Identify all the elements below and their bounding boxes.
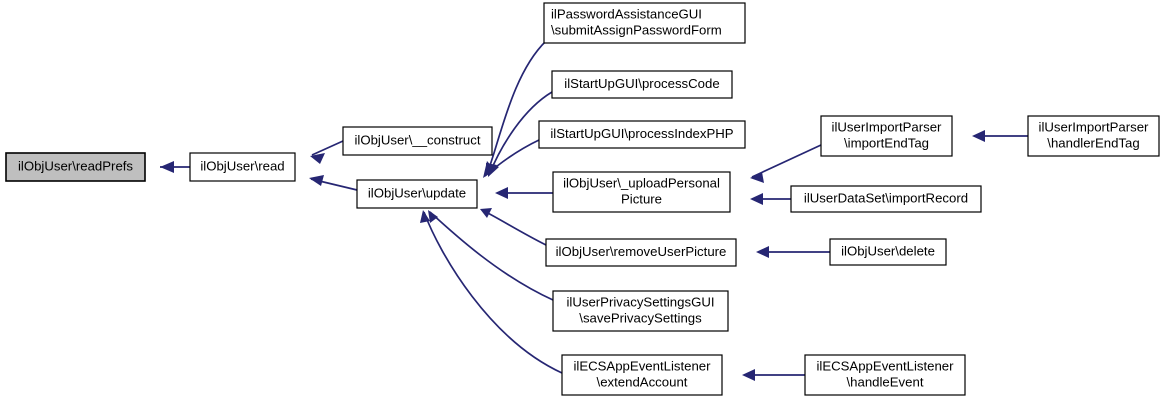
node-label: ilObjUser\_uploadPersonal bbox=[563, 175, 720, 190]
edge-uploadPersonalPicture-to-update bbox=[495, 187, 553, 199]
edge-submitAssignPasswordForm-to-update bbox=[486, 40, 547, 176]
arrow-head-icon bbox=[495, 187, 508, 199]
node-label: ilECSAppEventListener bbox=[816, 358, 954, 373]
edges-layer bbox=[160, 40, 1028, 381]
edge-extendAccount-to-update bbox=[420, 210, 563, 374]
edge-delete-to-removeUserPicture bbox=[756, 246, 830, 258]
edge-handleEvent-to-extendAccount bbox=[742, 369, 805, 381]
arrow-head-icon bbox=[483, 161, 495, 178]
node-box[interactable] bbox=[1027, 115, 1160, 157]
edge-read-to-readPrefs bbox=[160, 161, 190, 173]
graph-node-savePrivacySettings[interactable]: ilUserPrivacySettingsGUI\savePrivacySett… bbox=[552, 290, 729, 332]
graph-node-importEndTag[interactable]: ilUserImportParser\importEndTag bbox=[820, 115, 953, 157]
edge-construct-to-read bbox=[310, 140, 344, 164]
arrow-head-icon bbox=[420, 210, 430, 223]
graph-node-update[interactable]: ilObjUser\update bbox=[356, 179, 478, 209]
arrow-head-icon bbox=[972, 130, 985, 142]
node-label: \extendAccount bbox=[597, 374, 688, 389]
edge-importEndTag-to-uploadPersonalPicture bbox=[750, 144, 822, 183]
node-box[interactable] bbox=[804, 354, 966, 396]
node-box[interactable] bbox=[356, 179, 478, 209]
node-label: ilObjUser\readPrefs bbox=[18, 158, 133, 173]
nodes-layer: ilObjUser\readPrefs ilObjUser\read ilObjUs… bbox=[5, 2, 1160, 396]
graph-node-processIndexPHP[interactable]: ilStartUpGUI\processIndexPHP bbox=[538, 120, 746, 149]
graph-node-handlerEndTag[interactable]: ilUserImportParser\handlerEndTag bbox=[1027, 115, 1160, 157]
edge-line bbox=[486, 40, 547, 175]
node-label: ilUserPrivacySettingsGUI bbox=[566, 294, 714, 309]
node-label: ilObjUser\__construct bbox=[354, 132, 480, 147]
edge-line bbox=[481, 209, 547, 246]
arrow-head-icon bbox=[310, 153, 325, 164]
edge-line bbox=[751, 144, 822, 178]
arrow-head-icon bbox=[428, 210, 438, 223]
arrow-head-icon bbox=[756, 246, 769, 258]
edge-update-to-read bbox=[309, 175, 358, 191]
node-box[interactable] bbox=[790, 185, 982, 213]
node-label: \handlerEndTag bbox=[1047, 135, 1139, 150]
graph-node-construct[interactable]: ilObjUser\__construct bbox=[342, 126, 493, 156]
graph-node-processCode[interactable]: ilStartUpGUI\processCode bbox=[551, 70, 733, 99]
node-box[interactable] bbox=[545, 238, 737, 267]
node-label: ilObjUser\delete bbox=[841, 243, 935, 258]
arrow-head-icon bbox=[309, 175, 324, 186]
node-label: ilUserImportParser bbox=[832, 119, 943, 134]
node-box[interactable] bbox=[820, 115, 953, 157]
edge-line bbox=[423, 211, 563, 374]
node-label: \submitAssignPasswordForm bbox=[551, 22, 722, 37]
arrow-head-icon bbox=[750, 193, 763, 205]
node-box[interactable] bbox=[543, 2, 746, 44]
graph-node-handleEvent[interactable]: ilECSAppEventListener\handleEvent bbox=[804, 354, 966, 396]
graph-node-delete[interactable]: ilObjUser\delete bbox=[829, 238, 947, 266]
graph-node-importRecord[interactable]: ilUserDataSet\importRecord bbox=[790, 185, 982, 213]
node-label: ilUserImportParser bbox=[1039, 119, 1150, 134]
edge-handlerEndTag-to-importEndTag bbox=[972, 130, 1028, 142]
arrow-head-icon bbox=[480, 208, 492, 218]
node-box[interactable] bbox=[551, 70, 733, 99]
node-label: ilObjUser\read bbox=[200, 158, 284, 173]
graph-node-read[interactable]: ilObjUser\read bbox=[189, 152, 296, 182]
node-box[interactable] bbox=[561, 354, 723, 396]
node-label: ilStartUpGUI\processIndexPHP bbox=[550, 126, 733, 141]
edge-removeUserPicture-to-update bbox=[480, 208, 547, 246]
node-box[interactable] bbox=[829, 238, 947, 266]
edge-line bbox=[429, 211, 554, 301]
node-label: \handleEvent bbox=[847, 374, 924, 389]
arrow-head-icon bbox=[750, 172, 764, 183]
node-box[interactable] bbox=[189, 152, 296, 182]
node-label: Picture bbox=[621, 191, 662, 206]
edge-importRecord-to-uploadPersonalPicture bbox=[750, 193, 791, 205]
edge-processIndexPHP-to-update bbox=[483, 139, 540, 178]
arrow-head-icon bbox=[742, 369, 755, 381]
node-label: ilUserDataSet\importRecord bbox=[804, 190, 968, 205]
edge-line bbox=[311, 140, 344, 156]
node-label: ilPasswordAssistanceGUI bbox=[551, 6, 702, 21]
node-label: ilObjUser\removeUserPicture bbox=[556, 244, 727, 259]
node-box[interactable] bbox=[342, 126, 493, 156]
graph-node-removeUserPicture[interactable]: ilObjUser\removeUserPicture bbox=[545, 238, 737, 267]
node-box[interactable] bbox=[552, 290, 729, 332]
node-label: ilECSAppEventListener bbox=[573, 358, 711, 373]
graph-node-extendAccount[interactable]: ilECSAppEventListener\extendAccount bbox=[561, 354, 723, 396]
arrow-head-icon bbox=[160, 161, 174, 173]
node-label: ilStartUpGUI\processCode bbox=[564, 76, 719, 91]
node-box[interactable] bbox=[552, 171, 731, 213]
node-box[interactable] bbox=[5, 152, 146, 182]
edge-savePrivacySettings-to-update bbox=[428, 210, 554, 301]
node-label: \importEndTag bbox=[844, 135, 929, 150]
node-box[interactable] bbox=[538, 120, 746, 149]
graph-node-readPrefs[interactable]: ilObjUser\readPrefs bbox=[5, 152, 146, 182]
graph-node-submitAssignPasswordForm[interactable]: ilPasswordAssistanceGUI\submitAssignPass… bbox=[543, 2, 746, 44]
node-label: ilObjUser\update bbox=[368, 185, 466, 200]
node-label: \savePrivacySettings bbox=[579, 310, 702, 325]
